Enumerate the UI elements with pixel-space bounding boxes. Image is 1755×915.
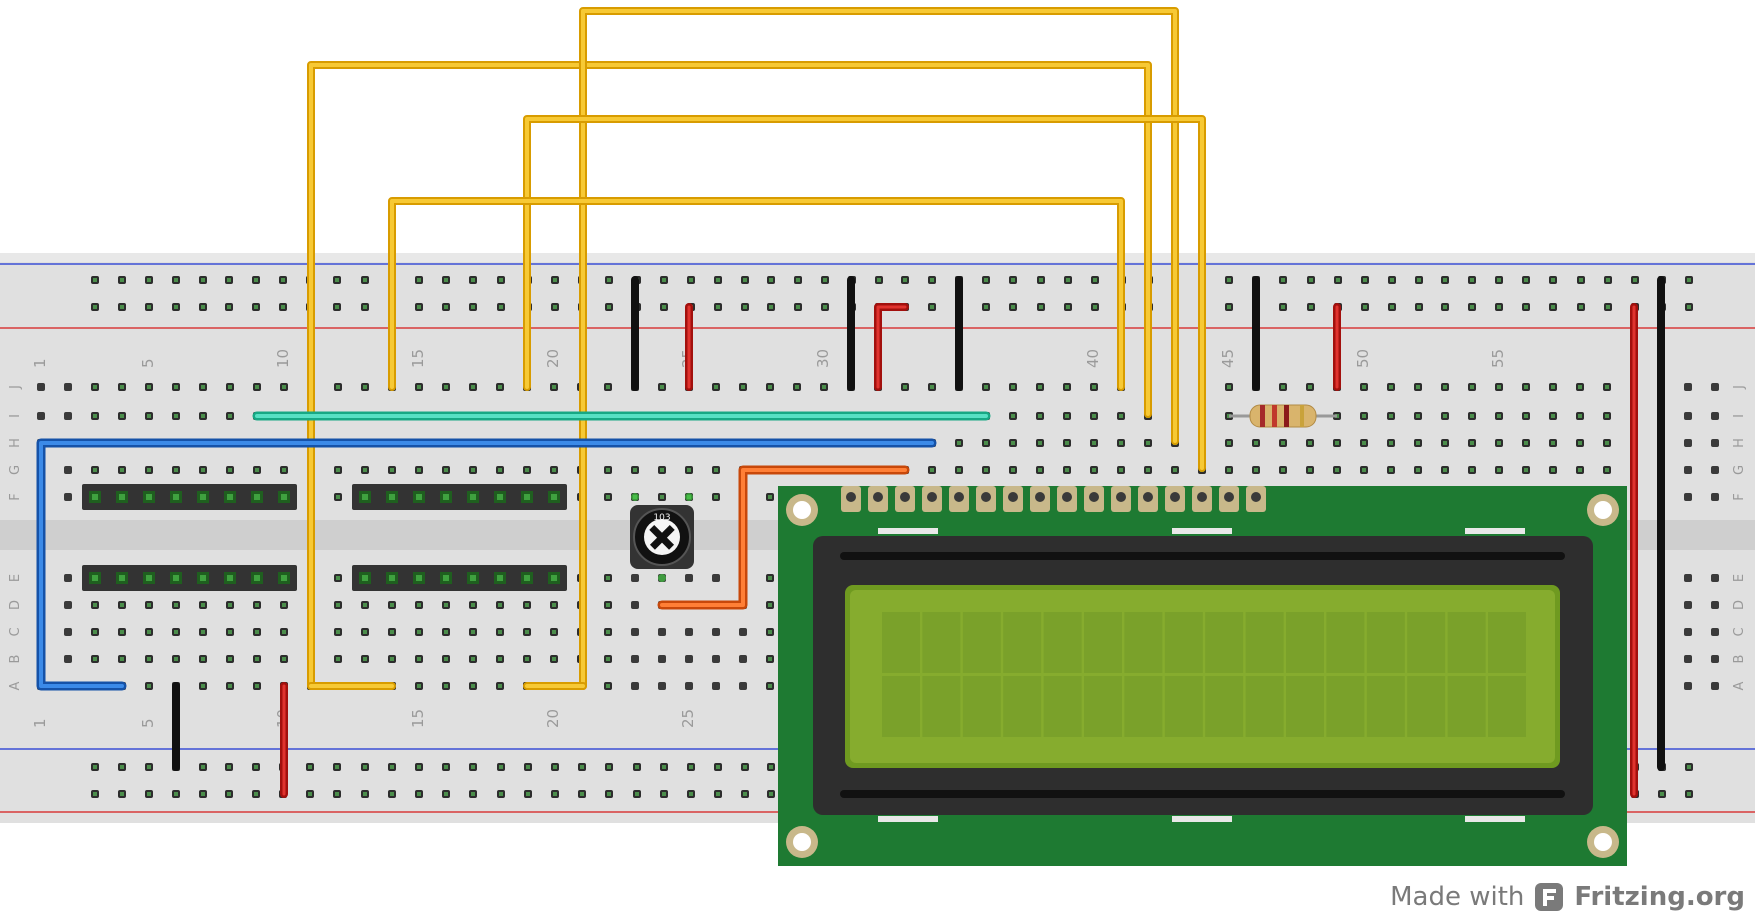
row-label: G xyxy=(8,465,23,475)
row-label: B xyxy=(8,655,23,664)
row-label: A xyxy=(8,681,23,690)
lcd-module xyxy=(778,486,1627,866)
column-label-bottom: 25 xyxy=(679,709,697,728)
row-label: I xyxy=(8,414,23,418)
row-label: F xyxy=(1732,493,1747,500)
column-label-top: 40 xyxy=(1084,349,1102,368)
column-label-top: 50 xyxy=(1354,349,1372,368)
lcd-character-cells xyxy=(882,612,1526,737)
row-label: G xyxy=(1732,465,1747,475)
column-label-top: 55 xyxy=(1489,349,1507,368)
column-label-bottom: 15 xyxy=(409,709,427,728)
row-label: E xyxy=(8,574,23,582)
potentiometer: 103 xyxy=(630,493,694,582)
row-label: F xyxy=(8,493,23,500)
column-label-top: 1 xyxy=(31,358,49,368)
fritzing-brand-text: Fritzing.org xyxy=(1574,882,1745,912)
row-label: H xyxy=(1732,438,1747,448)
resistor xyxy=(1229,404,1337,428)
column-label-top: 5 xyxy=(139,358,157,368)
column-label-bottom: 1 xyxy=(31,718,49,728)
wires xyxy=(36,7,1665,798)
column-label-bottom: 5 xyxy=(139,718,157,728)
row-label: D xyxy=(1732,600,1747,610)
column-label-top: 10 xyxy=(274,349,292,368)
column-label-top: 20 xyxy=(544,349,562,368)
row-label: C xyxy=(1732,627,1747,636)
potentiometer-label: 103 xyxy=(653,513,670,523)
row-label: H xyxy=(8,438,23,448)
row-label: E xyxy=(1732,574,1747,582)
fritzing-watermark: Made with Fritzing.org xyxy=(1390,879,1745,915)
column-label-top: 15 xyxy=(409,349,427,368)
row-label: I xyxy=(1732,414,1747,418)
column-label-bottom: 20 xyxy=(544,709,562,728)
row-label: D xyxy=(8,600,23,610)
column-label-top: 30 xyxy=(814,349,832,368)
row-label: J xyxy=(1732,385,1747,390)
header-strips xyxy=(82,484,567,591)
row-label: A xyxy=(1732,681,1747,690)
column-label-top: 45 xyxy=(1219,349,1237,368)
made-with-text: Made with xyxy=(1390,882,1525,912)
fritzing-logo-icon xyxy=(1535,883,1564,911)
row-label: J xyxy=(8,385,23,390)
row-label: C xyxy=(8,627,23,636)
row-label: B xyxy=(1732,655,1747,664)
